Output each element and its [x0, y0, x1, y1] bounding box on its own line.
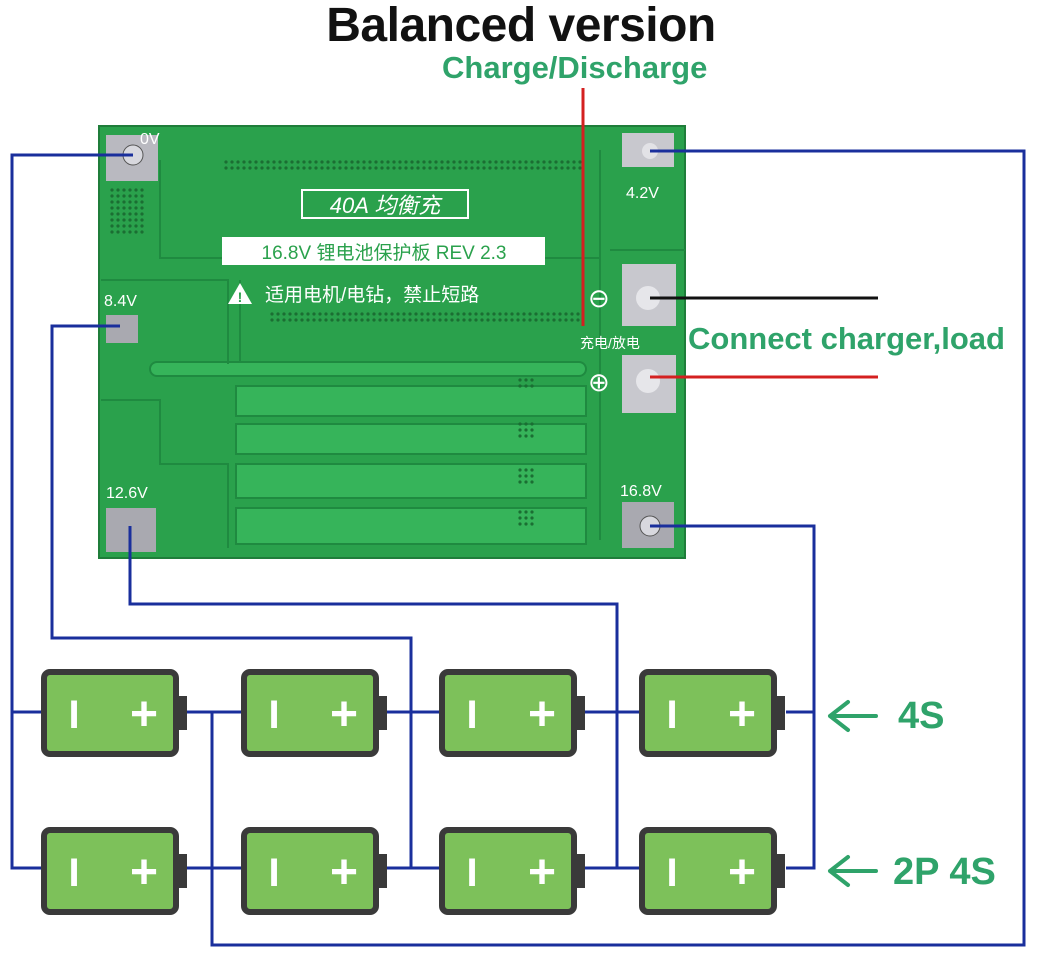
battery-minus-label: I	[268, 851, 279, 895]
battery-cell: I+	[41, 827, 187, 915]
via-dots	[110, 160, 668, 526]
pcb-pads: 0V 4.2V 8.4V 12.6V 16.8V ⊖ ⊕ 充电/放电	[104, 131, 676, 552]
plus-symbol: ⊕	[588, 367, 610, 397]
pad-8-4v-label: 8.4V	[104, 293, 137, 310]
pad-16-8v-label: 16.8V	[620, 483, 662, 500]
battery-minus-label: I	[466, 851, 477, 895]
battery-plus-label: +	[528, 688, 556, 741]
battery-cell: I+	[241, 669, 387, 757]
battery-minus-label: I	[68, 693, 79, 737]
battery-plus-label: +	[130, 846, 158, 899]
battery-minus-label: I	[666, 851, 677, 895]
minus-symbol: ⊖	[588, 283, 610, 313]
label-4s: 4S	[898, 695, 945, 737]
pcb-label-area: 40A 均衡充 16.8V 锂电池保护板 REV 2.3 ! 适用电机/电钻，禁…	[222, 189, 545, 306]
warning-icon	[228, 283, 252, 304]
arrow-4s-icon	[828, 700, 878, 732]
label-2p4s: 2P 4S	[893, 851, 996, 893]
battery-cell: I+	[639, 827, 785, 915]
battery-plus-label: +	[728, 688, 756, 741]
battery-cell: I+	[41, 669, 187, 757]
charge-discharge-cn: 充电/放电	[580, 335, 640, 351]
battery-cell: I+	[439, 669, 585, 757]
pcb-name: 16.8V 锂电池保护板 REV 2.3	[262, 242, 507, 264]
connect-label: Connect charger,load	[688, 321, 1005, 356]
arrow-2p4s-icon	[828, 855, 878, 887]
balance-wires	[10, 149, 1026, 947]
diagram-title: Balanced version	[326, 0, 716, 52]
pad-12-6v-label: 12.6V	[106, 485, 148, 502]
battery-minus-label: I	[466, 693, 477, 737]
pcb-badge: 40A 均衡充	[330, 193, 443, 218]
charge-discharge-label: Charge/Discharge	[442, 50, 708, 85]
pad-4-2v-label: 4.2V	[626, 185, 659, 202]
battery-minus-label: I	[68, 851, 79, 895]
battery-cell: I+	[241, 827, 387, 915]
battery-cell: I+	[639, 669, 785, 757]
pad-0v-label: 0V	[140, 131, 160, 148]
battery-plus-label: +	[728, 846, 756, 899]
battery-plus-label: +	[330, 846, 358, 899]
battery-minus-label: I	[666, 693, 677, 737]
battery-plus-label: +	[528, 846, 556, 899]
pad-8-4v	[106, 315, 138, 343]
battery-cell: I+	[439, 827, 585, 915]
svg-text:!: !	[238, 289, 243, 305]
wire-0v	[10, 153, 133, 870]
battery-grid: I+I+I+I+I+I+I+I+	[41, 669, 785, 915]
pcb-warning: 适用电机/电钻，禁止短路	[265, 284, 479, 306]
battery-plus-label: +	[330, 688, 358, 741]
battery-minus-label: I	[268, 693, 279, 737]
battery-plus-label: +	[130, 688, 158, 741]
